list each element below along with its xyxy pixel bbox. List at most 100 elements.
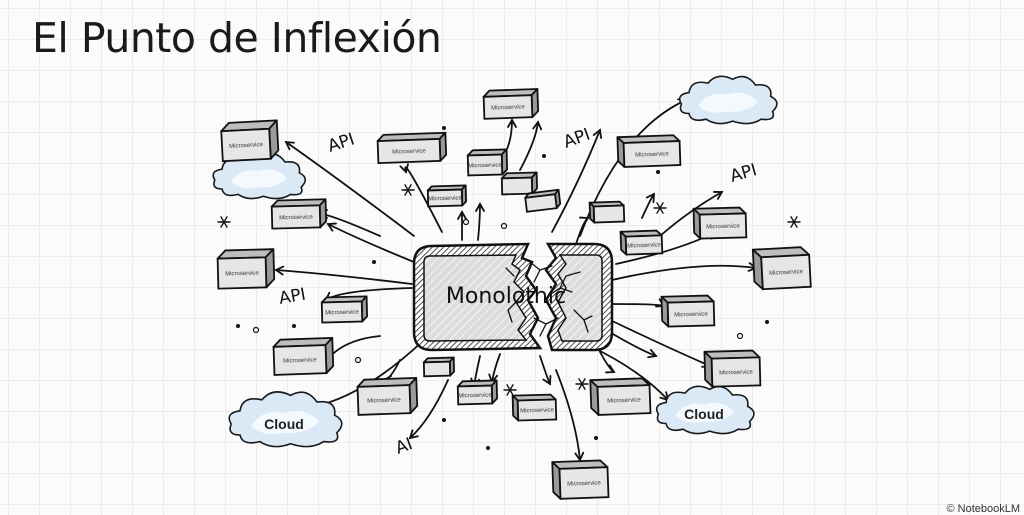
microservice-label: Microservice [520,408,554,415]
box-front-face [666,300,716,328]
microservice-label: Microservice [706,224,740,231]
microservice-box: Microservice [692,206,748,240]
debris-dot [442,418,446,422]
arrow [589,345,670,402]
microservice-box [422,356,455,378]
cloud-labeled: Cloud [655,385,755,435]
microservice-box [500,171,538,196]
star-mark [503,384,517,396]
arrow [488,353,501,384]
microservice-label: Microservice [229,142,264,150]
box-front-face [272,344,328,376]
microservice-label: Microservice [279,215,313,222]
box-front-face [422,360,452,378]
api-label: API [277,285,307,309]
debris-dot [594,436,598,440]
debris-ring [252,326,260,334]
microservice-box: Microservice [426,184,467,208]
microservice-label: Microservice [468,163,502,170]
slide-title: El Punto de Inflexión [32,14,442,62]
debris-dot [542,154,546,158]
arrow [611,262,758,281]
box-front-face [426,188,464,208]
arrow [399,163,443,233]
arrow [408,379,449,440]
microservice-label: Microservice [627,242,662,249]
box-front-face [622,140,682,168]
box-front-face [482,94,534,120]
microservice-label: Microservice [392,148,427,155]
arrow [555,369,585,462]
box-front-face [270,204,322,230]
cloud-highlight [251,411,320,435]
arrow [575,216,590,245]
arrow [284,140,415,237]
arrow [659,191,724,237]
cloud [678,75,778,125]
arrow [599,351,616,374]
microservice-box: Microservice [616,134,682,168]
debris-layer [217,126,801,450]
microservice-box: Microservice [619,229,664,256]
debris-ring [500,222,508,230]
debris-dot [442,126,446,130]
box-front-face [216,256,268,290]
arrow [641,192,656,219]
microservice-label: Microservice [607,397,642,404]
arrow [475,202,485,241]
cloud-highlight [231,169,287,189]
microservice-box: Microservice [272,336,335,376]
arrow [382,359,401,385]
microservice-box: Microservice [466,148,509,177]
credit-text: © NotebookLM [946,503,1020,515]
box-front-face [624,234,664,256]
clouds-layer: Cloud Cloud [212,75,778,448]
box-front-face [220,127,272,163]
cloud [212,152,307,200]
arrow [609,298,666,308]
cloud-highlight [675,402,735,423]
microservice-box: Microservice [456,379,498,406]
microservice-label: Microservice [283,357,318,364]
box-front-face [596,384,652,416]
microservice-box: Microservice [320,295,369,324]
arrow [274,265,413,285]
microservice-label: Microservice [491,104,526,111]
cloud-highlight [698,92,758,113]
box-front-face [592,204,626,224]
microservice-label: Microservice [325,310,359,317]
ai-label: AI [393,434,415,458]
microservice-box: Microservice [376,131,448,165]
debris-dot [656,170,660,174]
microservice-label: Microservice [635,151,670,158]
debris-dot [236,324,240,328]
monolith-label: Monolothic [446,284,566,309]
api-label: API [561,125,593,153]
microservice-label: Microservice [719,370,753,377]
arrow [326,222,415,263]
box-front-face [710,356,762,388]
monolith-panel-left [423,254,528,342]
microservice-box: Microservice [703,349,762,388]
debris-dot [486,446,490,450]
box-front-face [320,300,364,324]
arrow [605,317,712,368]
microservice-box: Microservice [589,377,652,416]
box-front-face [698,212,748,240]
star-mark [653,202,667,214]
box-front-face [524,193,558,213]
boxes-layer: MicroserviceMicroserviceMicroserviceMicr… [216,88,812,500]
box-front-face [376,137,442,165]
debris-dot [765,320,769,324]
arrow [605,329,658,359]
debris-dot [292,324,296,328]
star-mark [217,216,231,228]
box-front-face [760,253,812,291]
cloud-labeled: Cloud [228,391,343,448]
monolith-block: Monolothic [412,242,614,352]
debris-dot [372,260,376,264]
box-front-face [356,384,412,416]
arrow [519,120,543,171]
box-front-face [456,384,494,406]
